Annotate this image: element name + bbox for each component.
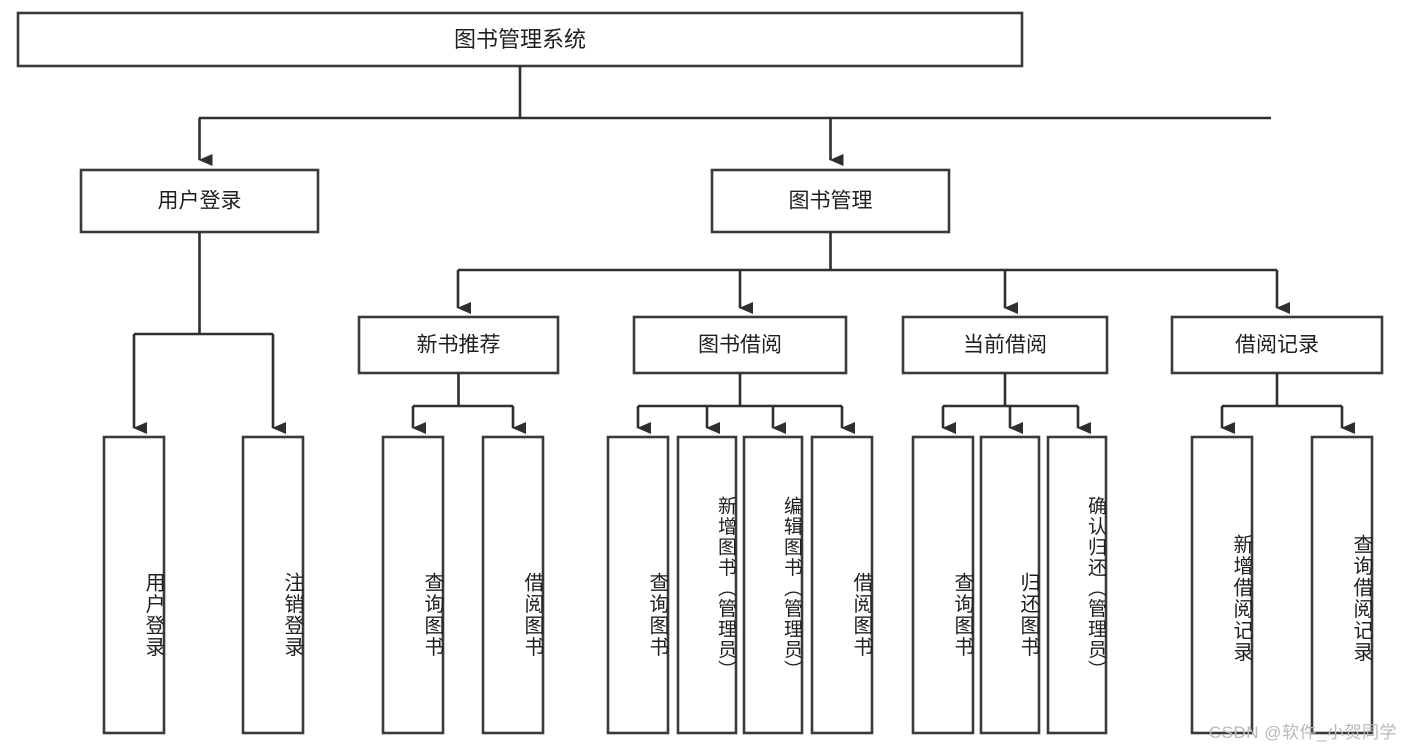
connector-book-manage-branch: [456, 232, 1290, 314]
leaf-user-login-box: [102, 435, 166, 735]
current-borrow-box: [901, 315, 1109, 375]
leaf-box-borrow-book-1[interactable]: [481, 435, 545, 735]
leaf-borrow-book-2-box: [810, 435, 874, 735]
leaf-box-query-book-1[interactable]: [381, 435, 445, 735]
node-user-login[interactable]: 用户登录: [79, 168, 320, 234]
leaf-box-add-book[interactable]: [676, 435, 738, 735]
leaf-box-edit-book[interactable]: [742, 435, 804, 735]
leaf-box-query-record[interactable]: [1310, 435, 1374, 735]
current-borrow-label: 当前借阅: [963, 334, 1047, 357]
leaf-box-user-login[interactable]: [102, 435, 166, 735]
leaf-query-record-box: [1310, 435, 1374, 735]
book-manage-label: 图书管理: [789, 190, 873, 213]
node-root[interactable]: 图书管理系统: [16, 11, 1024, 68]
connector-current-borrow-branch: [941, 373, 1091, 434]
borrow-record-label: 借阅记录: [1235, 334, 1319, 357]
node-borrow-record[interactable]: 借阅记录: [1170, 315, 1384, 375]
connector-borrow-record-branch: [1220, 373, 1355, 434]
connector-new-book-rec-branch: [411, 373, 526, 434]
root-box: [16, 11, 1024, 68]
book-borrow-box: [632, 315, 848, 375]
root-label: 图书管理系统: [454, 27, 586, 52]
leaf-box-add-record[interactable]: [1190, 435, 1254, 735]
new-book-rec-label: 新书推荐: [417, 334, 501, 357]
csdn-watermark: CSDN @软件_小贺同学: [1208, 723, 1397, 742]
leaf-box-return-book[interactable]: [979, 435, 1041, 735]
node-book-manage[interactable]: 图书管理: [710, 168, 951, 234]
leaf-user-logout-box: [241, 435, 305, 735]
leaf-return-book-box: [979, 435, 1041, 735]
leaf-box-user-logout[interactable]: [241, 435, 305, 735]
node-book-borrow[interactable]: 图书借阅: [632, 315, 848, 375]
leaf-confirm-return-box: [1046, 435, 1108, 735]
new-book-rec-box: [357, 315, 560, 375]
leaf-add-book-box: [676, 435, 738, 735]
leaf-box-query-book-3[interactable]: [911, 435, 975, 735]
leaf-query-book-1-box: [381, 435, 445, 735]
connector-book-borrow-branch: [636, 373, 855, 434]
leaf-box-confirm-return[interactable]: [1046, 435, 1108, 735]
leaf-query-book-2-box: [606, 435, 670, 735]
leaf-borrow-book-1-box: [481, 435, 545, 735]
leaf-add-record-box: [1190, 435, 1254, 735]
leaf-box-query-book-2[interactable]: [606, 435, 670, 735]
leaf-edit-book-box: [742, 435, 804, 735]
leaf-query-book-3-box: [911, 435, 975, 735]
book-borrow-label: 图书借阅: [698, 334, 782, 357]
user-login-box: [79, 168, 320, 234]
node-new-book-rec[interactable]: 新书推荐: [357, 315, 560, 375]
connector-root-trunk: [199, 66, 1271, 120]
borrow-record-box: [1170, 315, 1384, 375]
connector-user-login-branch: [132, 232, 286, 434]
node-current-borrow[interactable]: 当前借阅: [901, 315, 1109, 375]
user-login-label: 用户登录: [158, 190, 242, 213]
leaf-box-borrow-book-2[interactable]: [810, 435, 874, 735]
